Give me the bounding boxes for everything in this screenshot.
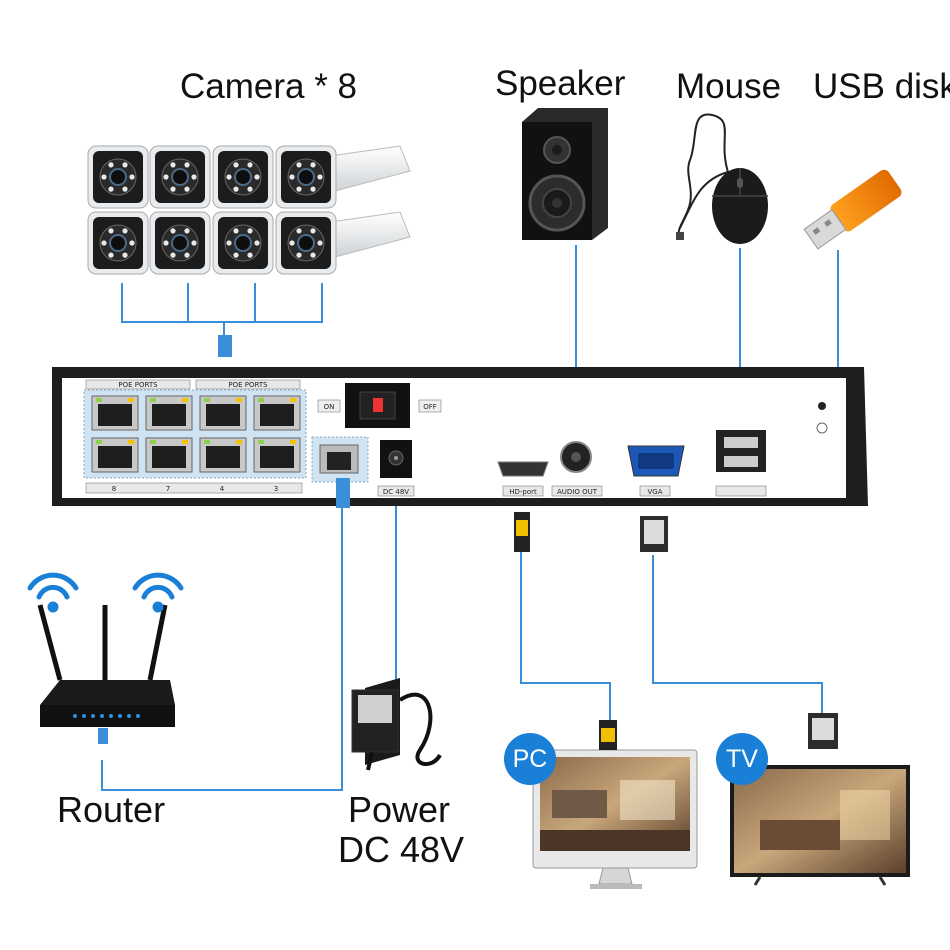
port-number-7: 7	[166, 485, 170, 493]
camera-icon	[149, 211, 211, 275]
power-label-line2: DC 48V	[338, 829, 465, 870]
pc-monitor-icon	[532, 749, 698, 889]
usb-disk-icon	[803, 169, 902, 250]
rj45-plug-lan-icon	[336, 478, 350, 508]
camera-barrel	[329, 211, 411, 258]
poe-port	[91, 395, 139, 431]
wifi-icon-right	[132, 572, 184, 613]
camera-icon	[87, 211, 149, 275]
port-number-3: 3	[274, 485, 278, 493]
poe-port	[253, 437, 301, 473]
poe-port	[199, 437, 247, 473]
vga-label: VGA	[647, 488, 662, 496]
camera-group	[87, 145, 411, 275]
camera-barrel	[329, 145, 411, 192]
hdmi-cable	[520, 545, 611, 720]
router-cable	[101, 505, 343, 791]
poe-port	[145, 395, 193, 431]
poe-port-grid	[91, 395, 301, 473]
vga-cable	[652, 555, 823, 715]
poe-port	[199, 395, 247, 431]
audio-out-label: AUDIO OUT	[557, 488, 598, 496]
camera-icon	[212, 145, 274, 209]
pc-badge: PC	[504, 733, 556, 785]
router-label: Router	[57, 789, 166, 830]
hd-port-label: HD-port	[509, 488, 537, 496]
power-adapter-icon	[351, 678, 442, 771]
poe-port	[91, 437, 139, 473]
poe-port	[145, 437, 193, 473]
nvr-recorder: POE PORTS POE PORTS 8 7 4 3 ON OFF DC 48…	[52, 367, 868, 506]
cables	[101, 245, 839, 791]
mouse-icon	[676, 113, 768, 244]
power-label-line1: Power	[348, 789, 451, 830]
speaker-icon	[522, 108, 608, 240]
router-icon	[37, 604, 175, 744]
switch-off-label: OFF	[423, 403, 437, 411]
switch-on-label: ON	[324, 403, 335, 411]
poe-port	[253, 395, 301, 431]
camera-bus-cable	[121, 283, 323, 335]
camera-icon	[275, 211, 337, 275]
poe-ports-label-right: POE PORTS	[228, 381, 268, 389]
tv-badge: TV	[716, 733, 768, 785]
hdmi-plug-icon	[599, 720, 617, 750]
vga-plug-icon	[808, 713, 838, 749]
vga-plug-top-icon	[640, 516, 668, 552]
wifi-icon-left	[27, 572, 79, 613]
mouse-label: Mouse	[676, 67, 782, 106]
camera-icon	[212, 211, 274, 275]
poe-ports-label-left: POE PORTS	[118, 381, 158, 389]
speaker-label: Speaker	[495, 64, 626, 103]
hdmi-plug-top-icon	[514, 512, 530, 552]
dc-label: DC 48V	[383, 488, 409, 496]
rj45-plug-top-icon	[218, 335, 232, 357]
port-number-4: 4	[220, 485, 225, 493]
camera-icon	[275, 145, 337, 209]
camera-label: Camera * 8	[180, 67, 358, 106]
camera-icon	[87, 145, 149, 209]
usb-disk-label: USB disk	[813, 67, 950, 106]
port-number-8: 8	[112, 485, 116, 493]
camera-icon	[149, 145, 211, 209]
tv-icon	[730, 765, 910, 886]
